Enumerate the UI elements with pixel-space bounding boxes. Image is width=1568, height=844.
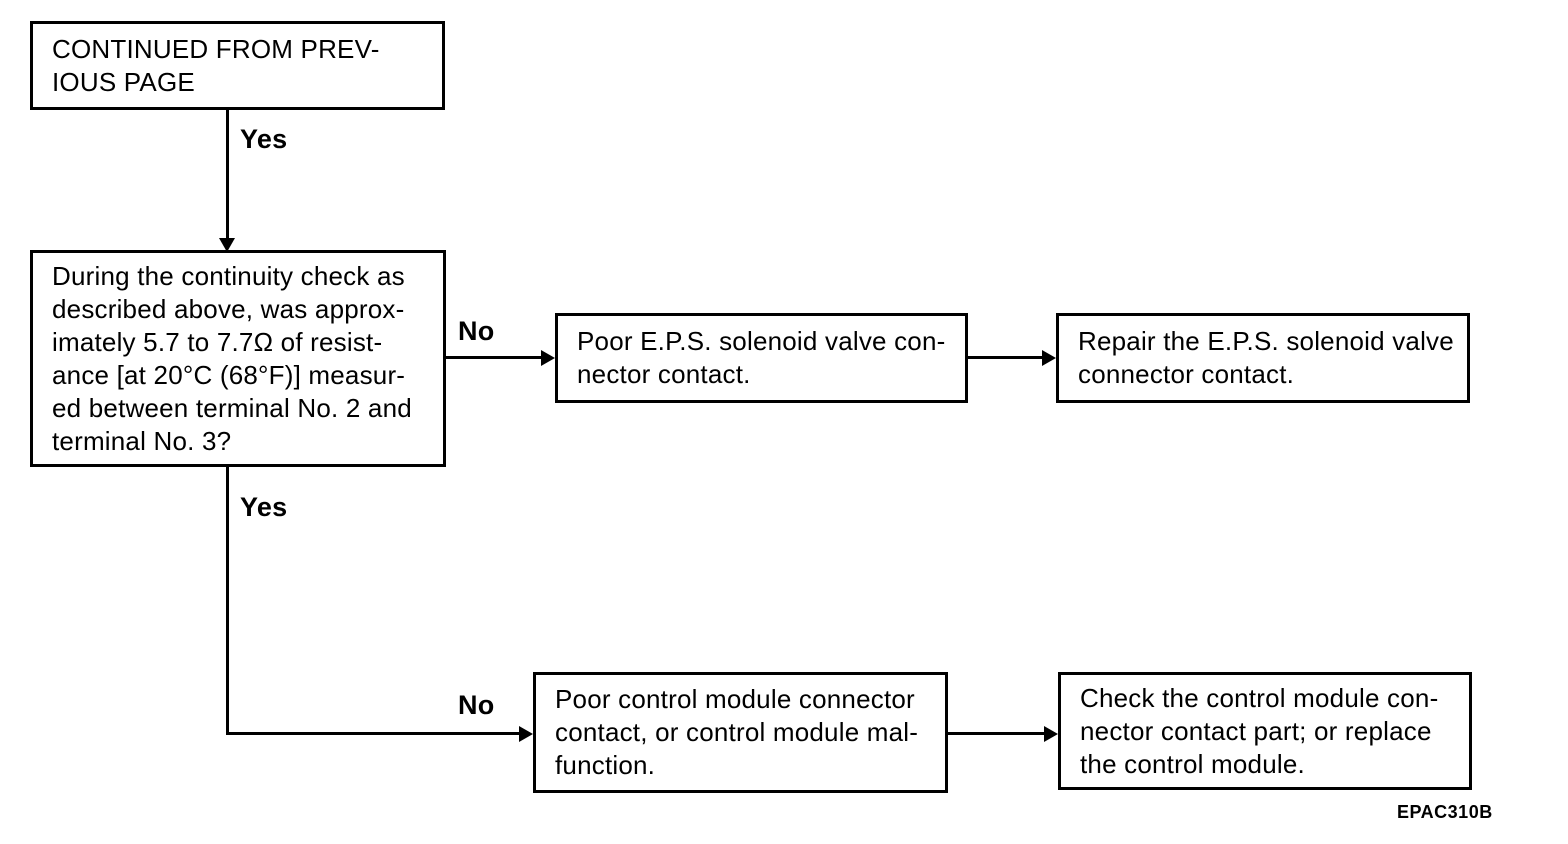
node-text: During the continuity check as described… [52, 260, 412, 458]
node-text-line: Check the control module con- [1080, 682, 1439, 713]
node-text-line: ed between terminal No. 2 and [52, 392, 412, 423]
branch-label-yes-bottom: Yes [240, 492, 288, 522]
node-text-line: Repair the E.P.S. solenoid valve [1078, 326, 1454, 356]
node-text-line: nector contact part; or replace [1080, 715, 1432, 746]
node-text-line: nector contact. [577, 359, 751, 389]
connector-yes-bottom-line [226, 467, 229, 735]
arrowhead-right-icon [541, 350, 555, 366]
node-text-line: ance [at 20°C (68°F)] measur- [52, 359, 406, 390]
node-repair-eps-connector-contact: Repair the E.P.S. solenoid valve connect… [1056, 313, 1470, 403]
node-text-line: IOUS PAGE [52, 66, 195, 97]
connector-no-bottom-line [226, 732, 520, 735]
arrowhead-right-icon [1042, 350, 1056, 366]
node-text-line: the control module. [1080, 748, 1305, 779]
figure-code: EPAC310B [1397, 802, 1493, 822]
connector-line-poor-to-repair [968, 356, 1043, 359]
arrowhead-right-icon [519, 726, 533, 742]
arrowhead-right-icon [1044, 726, 1058, 742]
node-text-line: Poor control module connector [555, 684, 915, 714]
connector-no-top-line [446, 356, 542, 359]
node-text: Poor control module connector contact, o… [555, 683, 918, 782]
node-text-line: terminal No. 3? [52, 425, 232, 456]
node-text: Poor E.P.S. solenoid valve con- nector c… [577, 325, 946, 391]
node-text-line: contact, or control module mal- [555, 717, 919, 747]
node-poor-eps-connector-contact: Poor E.P.S. solenoid valve con- nector c… [555, 313, 968, 403]
branch-label-yes-top: Yes [240, 124, 288, 154]
node-text-line: During the continuity check as [52, 260, 405, 291]
node-text-line: connector contact. [1078, 359, 1295, 389]
node-check-control-module: Check the control module con- nector con… [1058, 672, 1472, 790]
node-question-continuity-check: During the continuity check as described… [30, 250, 446, 467]
node-text-line: imately 5.7 to 7.7Ω of resist- [52, 326, 383, 357]
arrowhead-down-icon [219, 238, 235, 252]
node-text-line: described above, was approx- [52, 293, 405, 324]
connector-line-poor-module-to-check [948, 732, 1045, 735]
connector-yes-top-line [226, 110, 229, 240]
node-text-line: function. [555, 750, 656, 780]
branch-label-no-bottom: No [458, 690, 495, 720]
node-text: CONTINUED FROM PREV- IOUS PAGE [52, 33, 380, 99]
node-text-line: CONTINUED FROM PREV- [52, 33, 380, 64]
node-poor-control-module-contact: Poor control module connector contact, o… [533, 672, 948, 793]
node-text-line: Poor E.P.S. solenoid valve con- [577, 326, 946, 356]
branch-label-no-top: No [458, 316, 495, 346]
node-text: Check the control module con- nector con… [1080, 682, 1438, 781]
node-text: Repair the E.P.S. solenoid valve connect… [1078, 325, 1454, 391]
node-continued-from-previous-page: CONTINUED FROM PREV- IOUS PAGE [30, 21, 445, 110]
